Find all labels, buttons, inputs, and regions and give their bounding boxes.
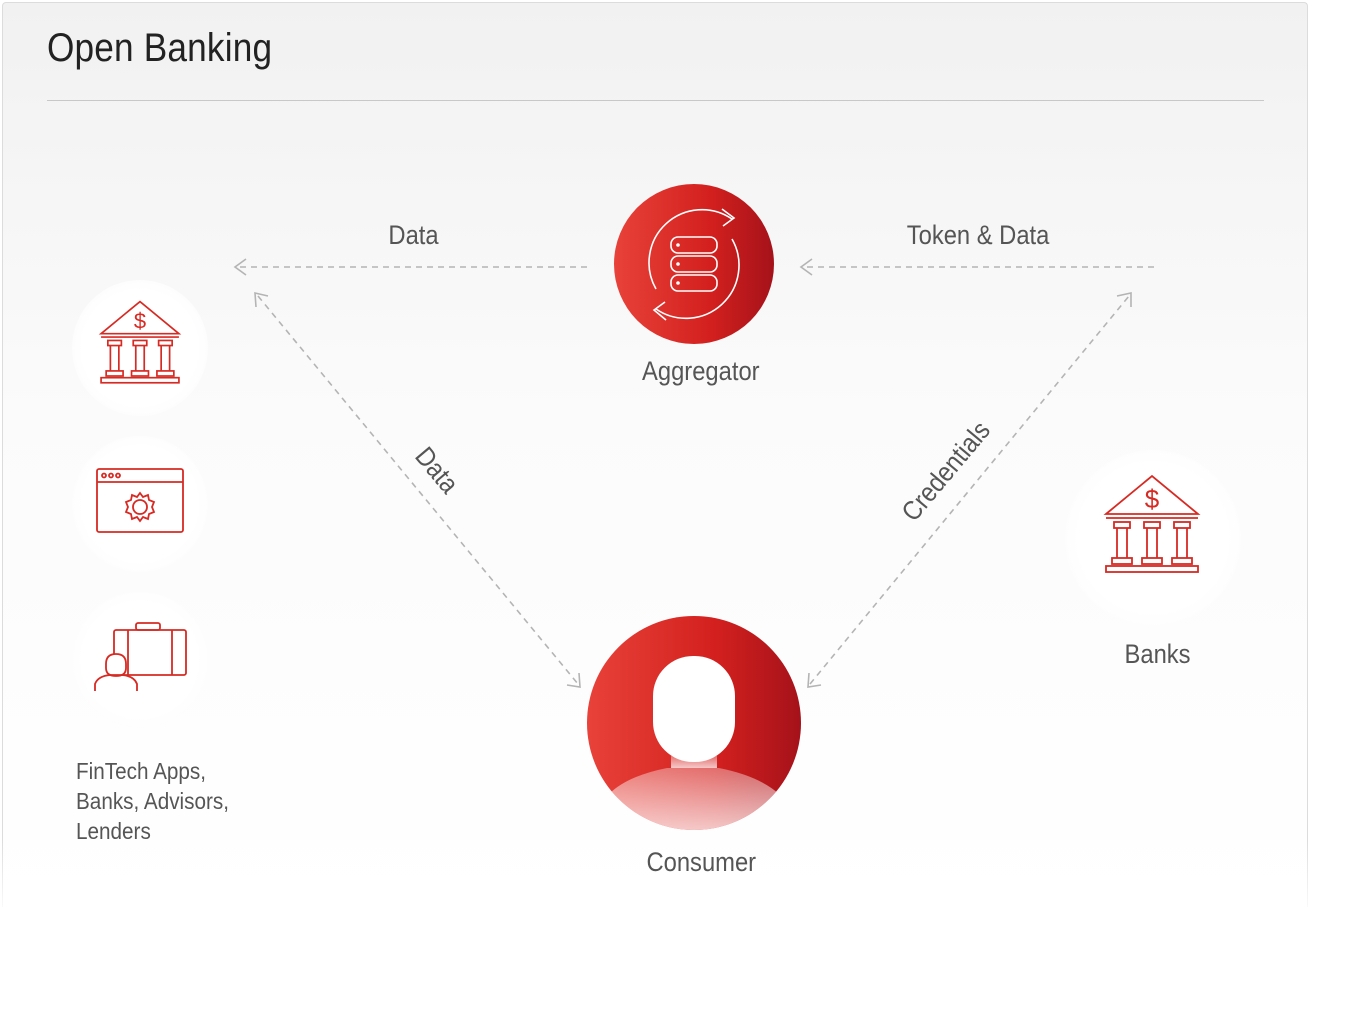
app-settings-icon <box>96 468 184 533</box>
title-divider <box>47 100 1264 101</box>
server-sync-icon <box>648 208 740 321</box>
consumer-label: Consumer <box>646 847 757 877</box>
person-icon <box>587 656 801 830</box>
fintech-label-line-1: FinTech Apps, <box>76 758 207 784</box>
banks-node[interactable] <box>1065 450 1241 626</box>
arrowhead-aggregator <box>799 258 813 276</box>
edge-label-token-data: Token & Data <box>906 220 1050 250</box>
aggregator-label: Aggregator <box>642 356 760 386</box>
advisor-briefcase-icon <box>94 622 187 691</box>
page-title: Open Banking <box>47 26 273 70</box>
edge-fintech-consumer <box>257 295 579 685</box>
banks-label: Banks <box>1124 639 1191 669</box>
arrowhead-consumer-left <box>566 672 581 688</box>
arrowhead-fintech-top <box>254 291 269 308</box>
edge-consumer-banks <box>809 295 1130 685</box>
arrowhead-fintech <box>233 258 247 276</box>
aggregator-node[interactable] <box>614 184 774 344</box>
card-fade <box>0 840 1364 920</box>
fintech-bank-node[interactable] <box>72 280 208 416</box>
fintech-app-node[interactable] <box>72 436 208 572</box>
consumer-node[interactable] <box>587 616 801 830</box>
edge-label-data-top: Data <box>388 220 439 250</box>
arrowhead-banks-top <box>1116 292 1132 307</box>
arrowhead-consumer-right <box>807 672 822 688</box>
fintech-label: FinTech Apps, Banks, Advisors, Lenders <box>76 756 229 846</box>
fintech-label-line-3: Lenders <box>76 818 151 844</box>
svg-text:$: $ <box>1145 484 1160 514</box>
svg-text:$: $ <box>134 309 146 334</box>
fintech-label-line-2: Banks, Advisors, <box>76 788 230 814</box>
bank-icon: $ <box>98 300 182 384</box>
bank-icon: $ <box>1103 474 1201 573</box>
